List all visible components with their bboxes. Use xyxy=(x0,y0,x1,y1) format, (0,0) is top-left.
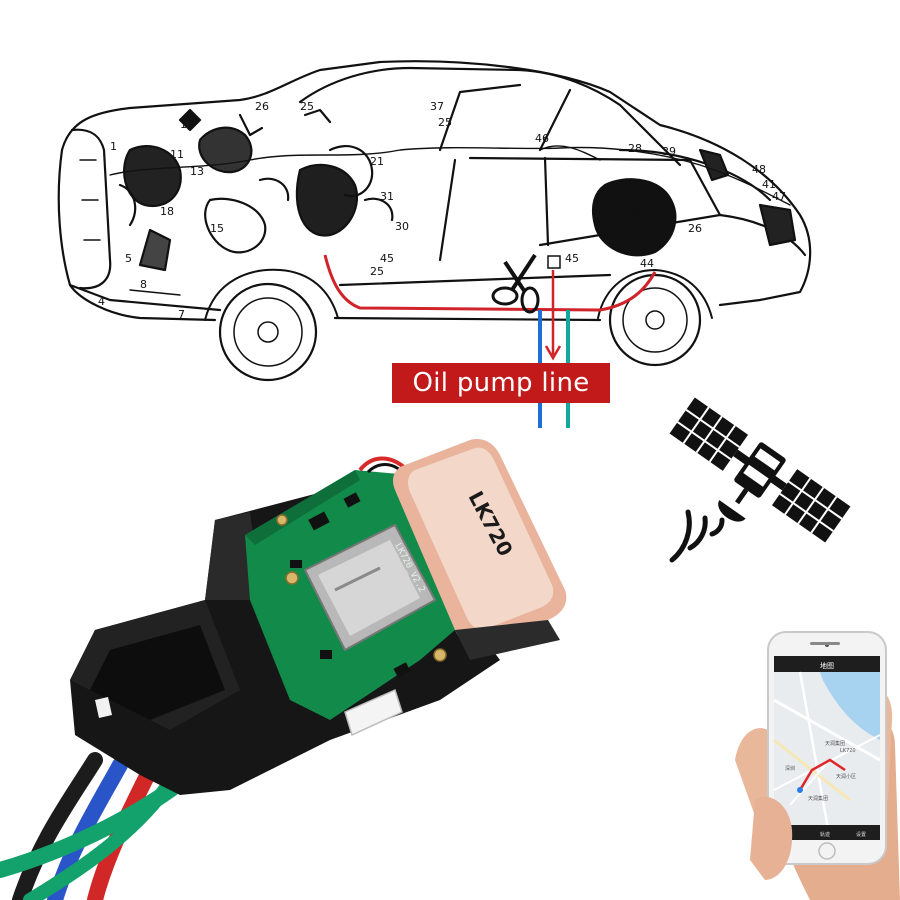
svg-text:7: 7 xyxy=(178,308,185,321)
gps-antenna: LK720 xyxy=(393,439,567,660)
svg-text:41: 41 xyxy=(762,178,776,191)
phone-header-title: 地图 xyxy=(820,661,834,670)
svg-text:天润小区: 天润小区 xyxy=(836,773,856,780)
svg-text:12: 12 xyxy=(180,118,194,131)
gps-tracker-module: LK720 LK720_V2.2 xyxy=(0,439,567,900)
svg-text:37: 37 xyxy=(430,100,444,113)
svg-text:26: 26 xyxy=(688,222,702,235)
svg-text:25: 25 xyxy=(370,265,384,278)
satellite-icon xyxy=(669,397,851,543)
svg-text:11: 11 xyxy=(170,148,184,161)
svg-text:8: 8 xyxy=(140,278,147,291)
svg-text:26: 26 xyxy=(255,100,269,113)
svg-text:44: 44 xyxy=(640,257,654,270)
nav-settings[interactable]: 设置 xyxy=(856,831,866,838)
oil-pump-line-banner: Oil pump line xyxy=(392,363,610,403)
phone-map: LK720 天润集团 天润小区 天润集团 深圳 xyxy=(773,671,881,841)
svg-text:5: 5 xyxy=(125,252,132,265)
svg-text:18: 18 xyxy=(160,205,174,218)
svg-text:4: 4 xyxy=(98,295,105,308)
svg-text:31: 31 xyxy=(380,190,394,203)
sim-slot xyxy=(303,523,437,652)
hand-holding-phone: 地图 LK720 天润集团 天润小区 天润集团 深圳 地图 轨迹 xyxy=(735,631,900,900)
svg-text:天润集团: 天润集团 xyxy=(808,795,828,802)
svg-text:天润集团: 天润集团 xyxy=(825,740,845,747)
svg-text:48: 48 xyxy=(752,163,766,176)
svg-text:25: 25 xyxy=(438,116,452,129)
svg-text:15: 15 xyxy=(210,222,224,235)
svg-text:LK720: LK720 xyxy=(840,748,856,754)
svg-text:13: 13 xyxy=(190,165,204,178)
scissors-icon xyxy=(491,253,540,314)
svg-text:25: 25 xyxy=(300,100,314,113)
cut-line xyxy=(323,254,657,312)
track-line xyxy=(798,758,846,791)
svg-text:46: 46 xyxy=(535,132,549,145)
svg-text:28: 28 xyxy=(630,208,644,221)
svg-text:21: 21 xyxy=(370,155,384,168)
svg-text:深圳: 深圳 xyxy=(785,765,795,772)
signal-waves-icon xyxy=(669,509,725,563)
svg-text:28: 28 xyxy=(628,142,642,155)
svg-text:47: 47 xyxy=(772,190,786,203)
svg-text:45: 45 xyxy=(565,252,579,265)
svg-text:30: 30 xyxy=(395,220,409,233)
svg-text:1: 1 xyxy=(110,140,117,153)
svg-text:45: 45 xyxy=(380,252,394,265)
svg-text:39: 39 xyxy=(662,145,676,158)
nav-track[interactable]: 轨迹 xyxy=(820,831,830,838)
